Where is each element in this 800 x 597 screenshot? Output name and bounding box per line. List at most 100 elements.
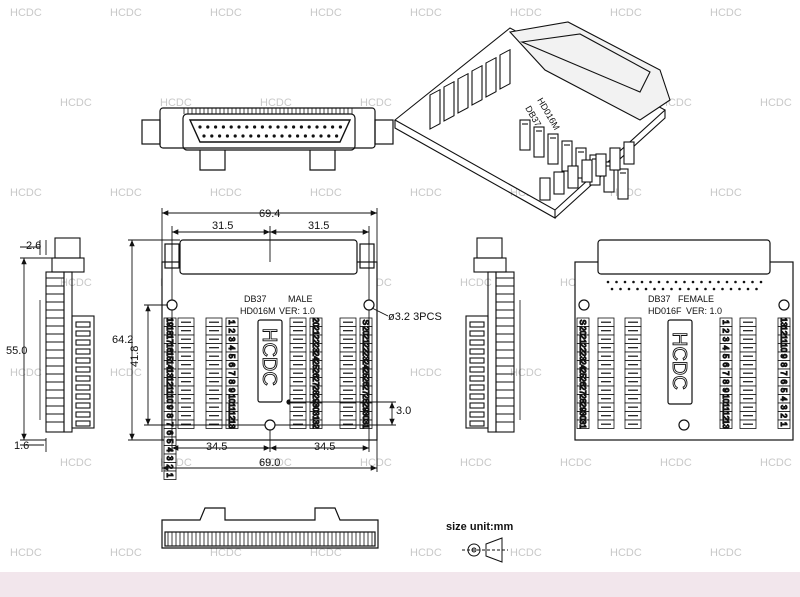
watermark-text: HCDC <box>210 187 242 199</box>
watermark-text: HCDC <box>360 457 392 469</box>
male-inner-left-pin-number: 9 <box>227 388 236 393</box>
male-outer-left-pin-number: 12 <box>165 377 174 386</box>
dim-bottom-right: 34.5 <box>314 441 335 453</box>
female-outer-right-pin-number: 6 <box>779 380 788 385</box>
female-board-view: S202122232425262728293031123456789101112… <box>574 239 794 441</box>
watermark-text: HCDC <box>310 7 342 19</box>
dim-total-width-bottom: 69.0 <box>259 457 280 469</box>
watermark-text: HCDC <box>560 457 592 469</box>
male-inner-right-pin-number: 28 <box>311 386 320 395</box>
watermark-text: HCDC <box>610 7 642 19</box>
male-outer-right-pin-number: 31 <box>361 420 370 429</box>
female-outer-right-pin-number: 3 <box>779 405 788 410</box>
male-inner-left-pin-number: 3 <box>227 337 236 342</box>
male-inner-left-pin-number: 10 <box>227 394 236 403</box>
female-version-label: VER: 1.0 <box>686 306 722 316</box>
male-outer-left-pin-number: 8 <box>165 414 174 419</box>
watermark-text: HCDC <box>760 457 792 469</box>
watermark-text: HCDC <box>410 547 442 559</box>
male-inner-right-pin-number: 21 <box>311 326 320 335</box>
male-outer-left-pin-number: 2 <box>165 465 174 470</box>
dim-side-height: 55.0 <box>6 345 27 357</box>
side-view-left <box>39 237 95 433</box>
female-left-pin-number: 28 <box>578 394 587 403</box>
female-outer-right-pin-number: 13 <box>779 318 788 327</box>
watermark-text: HCDC <box>410 7 442 19</box>
male-outer-left-pin-number: 18 <box>165 326 174 335</box>
male-outer-right-pin-number: 24 <box>361 360 370 369</box>
male-outer-left-cell <box>163 470 177 480</box>
watermark-text: HCDC <box>160 97 192 109</box>
female-right-pin-number: 13 <box>721 420 730 429</box>
male-outer-right-pin-number: 29 <box>361 403 370 412</box>
watermark-text: HCDC <box>460 457 492 469</box>
male-outer-left-pin-number: 10 <box>165 394 174 403</box>
female-right-pin-number: 7 <box>721 371 730 376</box>
male-outer-left-pin-number: 15 <box>165 352 174 361</box>
male-inner-left-cell <box>225 419 239 429</box>
female-outer-right-pin-number: 5 <box>779 388 788 393</box>
female-outer-right-cell <box>777 419 791 429</box>
male-outer-right-pin-number: 26 <box>361 377 370 386</box>
watermark-text: HCDC <box>310 547 342 559</box>
watermark-text: HCDC <box>510 7 542 19</box>
male-outer-right-pin-number: 22 <box>361 343 370 352</box>
dim-hole: ø3.2 3PCS <box>388 311 442 323</box>
male-inner-right-cell <box>309 419 323 429</box>
male-inner-right-pin-number: 24 <box>311 352 320 361</box>
footer-band <box>0 572 800 597</box>
male-connector-label: DB37 <box>244 294 267 304</box>
male-inner-right-pin-number: 20 <box>311 318 320 327</box>
watermark-text: HCDC <box>60 277 92 289</box>
male-outer-left-pin-number: 5 <box>165 439 174 444</box>
male-inner-left-pin-number: 2 <box>227 329 236 334</box>
male-outer-left-pin-number: 6 <box>165 431 174 436</box>
dim-total-height: 64.2 <box>112 334 133 346</box>
male-inner-right-pin-number: 30 <box>311 403 320 412</box>
male-inner-right-pin-number: 25 <box>311 360 320 369</box>
watermark-text: HCDC <box>110 7 142 19</box>
male-outer-right-pin-number: 23 <box>361 352 370 361</box>
female-left-pin-number: 21 <box>578 335 587 344</box>
male-inner-right-pin-number: 26 <box>311 369 320 378</box>
dim-total-width-top: 69.4 <box>259 208 280 220</box>
female-right-pin-number: 8 <box>721 380 730 385</box>
male-outer-right-pin-number: 25 <box>361 369 370 378</box>
dimension-lines <box>20 208 396 472</box>
female-right-pin-number: 11 <box>721 403 730 412</box>
watermark-text: HCDC <box>110 187 142 199</box>
watermark-text: HCDC <box>10 547 42 559</box>
female-right-pin-number: 5 <box>721 354 730 359</box>
female-gender-label: FEMALE <box>678 294 714 304</box>
male-gender-label: MALE <box>288 294 313 304</box>
male-inner-right-pin-number: 27 <box>311 377 320 386</box>
male-outer-right-pin-number: 20 <box>361 326 370 335</box>
watermark-text: HCDC <box>110 547 142 559</box>
female-outer-right-pin-number: 12 <box>779 326 788 335</box>
male-outer-left-pin-number: 7 <box>165 422 174 427</box>
male-outer-right-pin-number: 28 <box>361 394 370 403</box>
male-outer-right-pin-number: S <box>361 320 370 325</box>
female-right-cell <box>719 419 733 429</box>
female-right-pin-number: 6 <box>721 363 730 368</box>
dim-side-top: 2.6 <box>26 240 41 252</box>
watermark-text: HCDC <box>410 367 442 379</box>
watermark-text: HCDC <box>410 187 442 199</box>
dim-edge-offset: 3.0 <box>396 405 411 417</box>
male-outer-left-pin-number: 1 <box>165 473 174 478</box>
female-left-pin-number: 31 <box>578 420 587 429</box>
dim-half-left: 31.5 <box>212 220 233 232</box>
male-inner-left-pin-number: 13 <box>227 420 236 429</box>
male-outer-left-pin-number: 13 <box>165 369 174 378</box>
male-inner-left-pin-number: 11 <box>227 403 236 412</box>
female-left-pin-number: 27 <box>578 386 587 395</box>
female-left-pin-number: 22 <box>578 343 587 352</box>
male-outer-left-pin-number: 3 <box>165 456 174 461</box>
female-left-pin-number: 24 <box>578 360 587 369</box>
female-outer-right-pin-number: 1 <box>779 422 788 427</box>
watermark-text: HCDC <box>710 7 742 19</box>
female-left-cell <box>576 419 590 429</box>
side-view-right <box>465 237 521 433</box>
female-left-pin-number: 25 <box>578 369 587 378</box>
